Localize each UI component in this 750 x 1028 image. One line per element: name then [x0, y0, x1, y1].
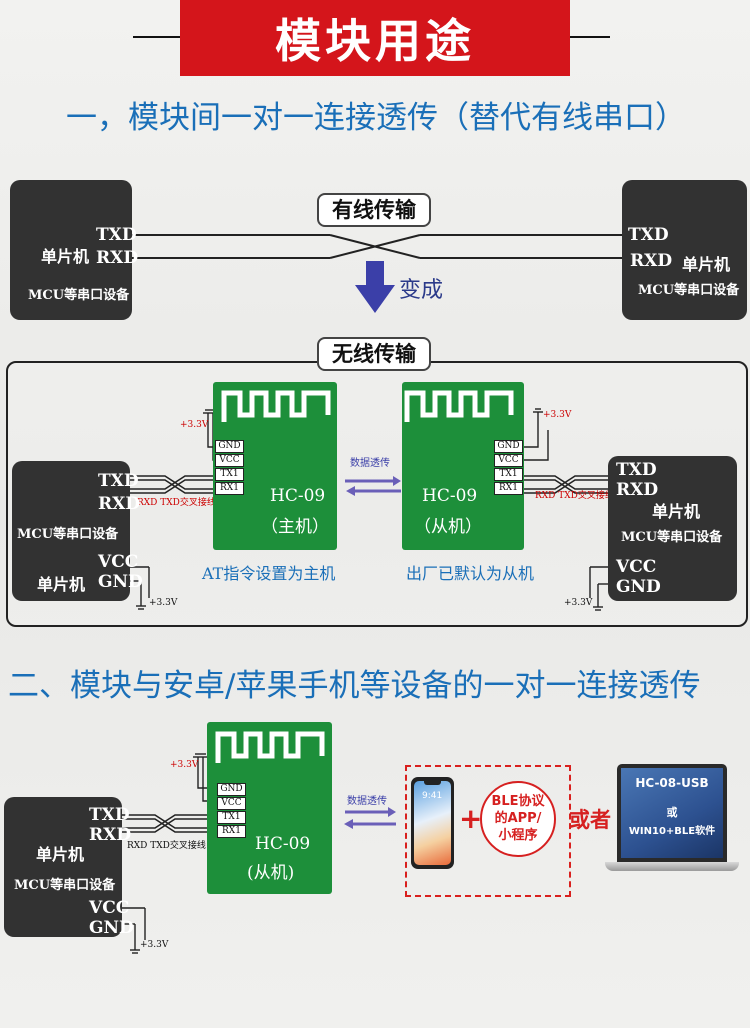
s2-device: TXD RXD 单片机 MCU等串口设备 VCC GND: [4, 797, 134, 938]
gnd-pin: GND: [217, 783, 246, 796]
phone-time: 9:41: [422, 791, 443, 801]
vcc-label: VCC: [616, 557, 657, 577]
device-label: MCU等串口设备: [28, 288, 130, 303]
cross-note-left: RXD TXD交叉接线: [137, 498, 216, 508]
cross-note-right: RXD TXD交叉接线: [535, 491, 614, 501]
slave-power-label: +3.3V: [543, 410, 572, 420]
slave-caption: 出厂已默认为从机: [406, 564, 535, 583]
vcc-label: VCC: [98, 552, 139, 572]
becomes-label: 变成: [399, 278, 444, 303]
phone-screen: [414, 781, 451, 865]
hc09-slave-module: GND VCC TX1 RX1 HC-09 （从机）: [402, 382, 524, 550]
ble-line1: BLE协议: [491, 794, 545, 809]
device-label: MCU等串口设备: [638, 283, 740, 298]
rxd-label: RXD: [96, 248, 139, 268]
txd-label: TXD: [96, 225, 137, 245]
ble-app-badge: BLE协议 的APP/ 小程序: [480, 781, 556, 857]
rx1-pin: RX1: [215, 482, 244, 495]
laptop-icon: HC-08-USB 或 WIN10+BLE软件: [617, 764, 727, 862]
antenna-icon: [215, 731, 325, 763]
vcc-pin: VCC: [215, 454, 244, 467]
antenna-icon: [404, 390, 514, 422]
rxd-label: RXD: [616, 480, 659, 500]
antenna-icon: [221, 390, 331, 422]
s2-cross-note: RXD TXD交叉接线: [127, 841, 206, 851]
section2-heading: 二、模块与安卓/苹果手机等设备的一对一连接透传: [8, 668, 701, 704]
tx1-pin: TX1: [494, 468, 523, 481]
wired-right-device: TXD RXD 单片机 MCU等串口设备: [622, 180, 747, 320]
wired-pill: 有线传输: [317, 193, 431, 227]
device-label: MCU等串口设备: [621, 530, 723, 545]
txd-label: TXD: [98, 471, 139, 491]
mcu-label: 单片机: [41, 247, 90, 266]
or-label: 或者: [569, 808, 611, 832]
wireless-pill: 无线传输: [317, 337, 431, 371]
vcc-pin: VCC: [217, 797, 246, 810]
laptop-line3: WIN10+BLE软件: [628, 826, 716, 837]
app-frame: [405, 765, 571, 897]
rxd-label: RXD: [630, 251, 673, 271]
tx1-pin: TX1: [215, 468, 244, 481]
title-rule-left: [133, 36, 180, 38]
master-power-label: +3.3V: [180, 420, 209, 430]
gnd-pin: GND: [215, 440, 244, 453]
mcu-label: 单片机: [36, 845, 85, 864]
vcc-label: VCC: [89, 898, 130, 918]
master-caption: AT指令设置为主机: [202, 564, 336, 583]
module-role: （主机）: [261, 517, 329, 537]
page-title: 模块用途: [275, 14, 475, 68]
laptop-line2: 或: [666, 806, 678, 819]
module-name: HC-09: [422, 486, 478, 506]
title-banner: 模块用途: [180, 0, 570, 76]
phone-notch: [424, 781, 441, 785]
module-role: (从机): [247, 863, 295, 883]
gnd-label: GND: [616, 577, 661, 597]
transfer-label: 数据透传: [350, 458, 390, 469]
ble-line2: 的APP/: [494, 811, 542, 826]
rx1-pin: RX1: [217, 825, 246, 838]
txd-label: TXD: [616, 460, 657, 480]
right-power-label: +3.3V: [564, 598, 593, 608]
hc09-s2-module: GND VCC TX1 RX1 HC-09 (从机): [207, 722, 332, 894]
wireless-right-device: TXD RXD 单片机 MCU等串口设备 VCC GND: [608, 456, 737, 601]
module-name: HC-09: [270, 486, 326, 506]
mcu-label: 单片机: [652, 502, 701, 521]
tx1-pin: TX1: [217, 811, 246, 824]
hc09-master-module: GND VCC TX1 RX1 HC-09 （主机）: [213, 382, 337, 550]
laptop-screen: HC-08-USB 或 WIN10+BLE软件: [621, 768, 723, 858]
txd-label: TXD: [628, 225, 669, 245]
gnd-label: GND: [98, 572, 143, 592]
gnd-pin: GND: [494, 440, 523, 453]
mcu-label: 单片机: [37, 575, 86, 594]
mcu-label: 单片机: [682, 255, 731, 274]
ble-line3: 小程序: [498, 828, 538, 843]
left-power-label: +3.3V: [149, 598, 178, 608]
rxd-label: RXD: [89, 825, 132, 845]
s2-power-label: +3.3V: [170, 760, 199, 770]
rxd-label: RXD: [98, 494, 141, 514]
title-rule-right: [570, 36, 610, 38]
rx1-pin: RX1: [494, 482, 523, 495]
laptop-base: [605, 862, 739, 871]
txd-label: TXD: [89, 805, 130, 825]
smartphone-icon: 9:41: [411, 777, 454, 869]
s2-transfer-label: 数据透传: [347, 796, 387, 807]
s2-box-power-label: +3.3V: [140, 940, 169, 950]
vcc-pin: VCC: [494, 454, 523, 467]
wireless-left-device: TXD RXD MCU等串口设备 VCC 单片机 GND: [12, 461, 143, 601]
section1-heading: 一，模块间一对一连接透传（替代有线串口）: [66, 100, 686, 136]
gnd-label: GND: [89, 918, 134, 938]
wired-left-device: TXD 单片机 RXD MCU等串口设备: [10, 180, 138, 320]
device-label: MCU等串口设备: [17, 527, 119, 542]
arrow-down-icon: [355, 261, 395, 313]
device-label: MCU等串口设备: [14, 878, 116, 893]
module-role: （从机）: [414, 517, 482, 537]
laptop-line1: HC-08-USB: [635, 776, 709, 790]
plus-sign: +: [459, 802, 483, 835]
module-name: HC-09: [255, 834, 311, 854]
